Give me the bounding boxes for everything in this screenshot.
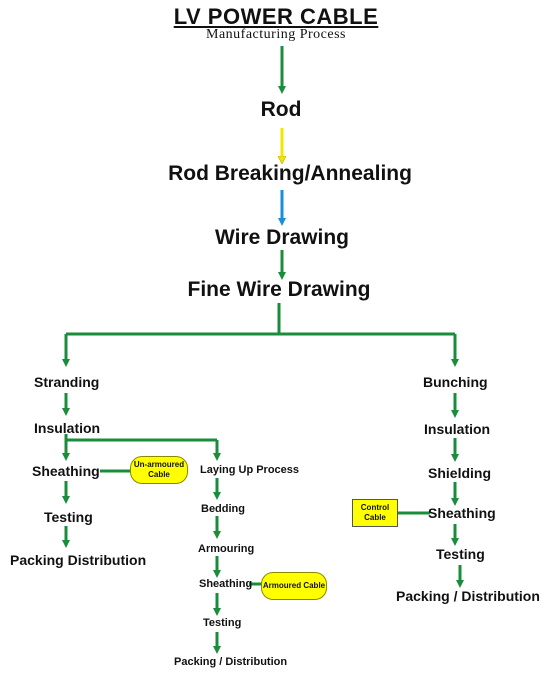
mid-step-bedding: Bedding	[201, 503, 245, 515]
right-step-testing: Testing	[436, 546, 485, 562]
badge-unarmoured-cable: Un-armoured Cable	[130, 456, 188, 484]
mid-step-sheathing: Sheathing	[199, 578, 253, 590]
step-wire-drawing: Wire Drawing	[215, 226, 349, 249]
mid-step-laying-up: Laying Up Process	[200, 464, 300, 476]
left-step-insulation: Insulation	[34, 420, 101, 436]
badge-control-cable: Control Cable	[352, 499, 398, 527]
diagram-title: LV POWER CABLE	[173, 4, 379, 29]
right-step-insulation: Insulation	[424, 421, 491, 437]
right-step-bunching: Bunching	[423, 374, 488, 390]
right-step-packing-distribution: Packing / Distribution	[396, 588, 540, 604]
step-rod: Rod	[260, 98, 302, 121]
right-step-shielding: Shielding	[428, 465, 491, 481]
badge-armoured-cable: Armoured Cable	[261, 572, 327, 600]
mid-step-armouring: Armouring	[198, 543, 255, 555]
mid-step-packing-distribution: Packing / Distribution	[174, 656, 288, 668]
left-step-sheathing: Sheathing	[32, 463, 100, 479]
right-step-sheathing: Sheathing	[428, 505, 496, 521]
step-fine-wire-drawing: Fine Wire Drawing	[187, 278, 371, 301]
step-rod-breaking-annealing: Rod Breaking/Annealing	[168, 162, 412, 185]
left-step-testing: Testing	[44, 509, 93, 525]
diagram-subtitle: Manufacturing Process	[206, 27, 346, 42]
mid-step-testing: Testing	[203, 617, 242, 629]
left-step-stranding: Stranding	[34, 374, 100, 390]
left-step-packing-distribution: Packing Distribution	[10, 552, 147, 568]
